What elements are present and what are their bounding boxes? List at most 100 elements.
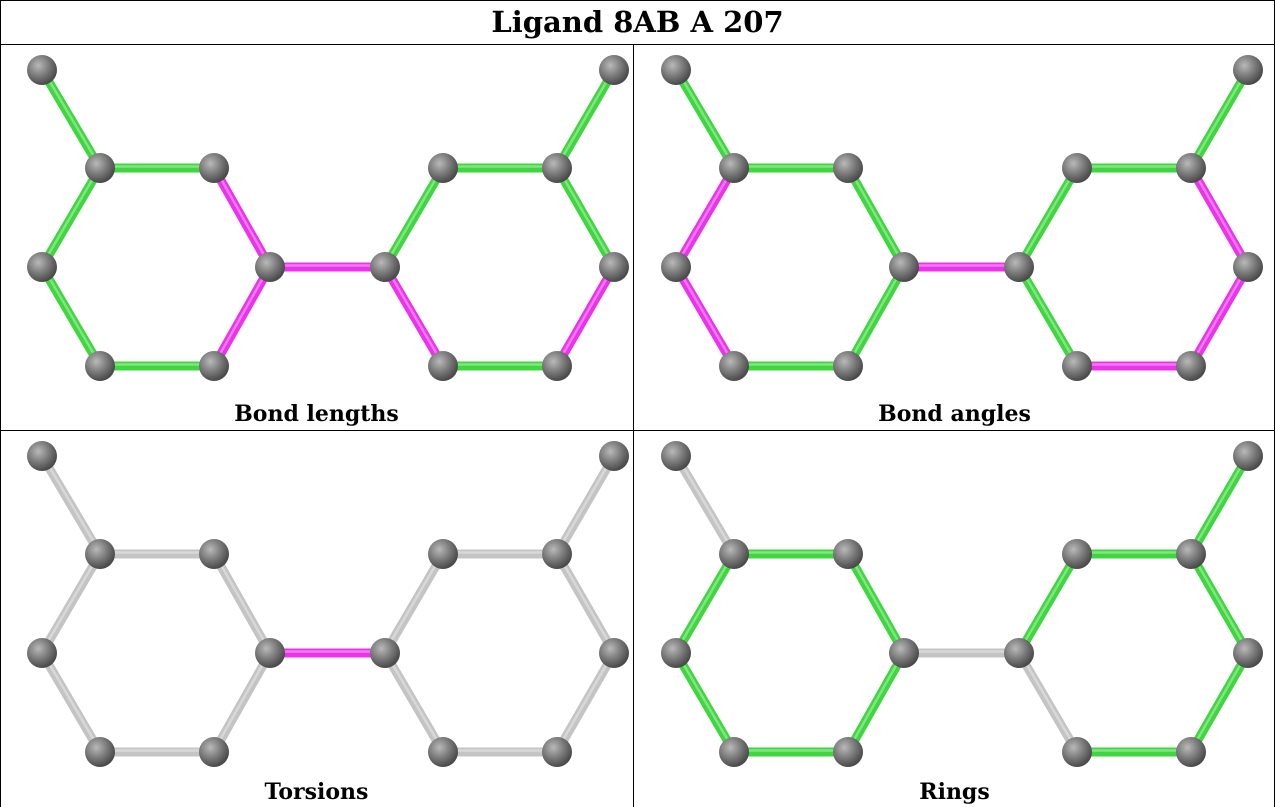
atom-6 — [199, 737, 229, 767]
atom-4 — [255, 252, 285, 282]
atom-2 — [199, 153, 229, 183]
atom-12 — [1062, 351, 1092, 381]
atom-6 — [199, 351, 229, 381]
bond-8-green — [380, 163, 448, 272]
bond-3-green — [843, 648, 909, 757]
bond-highlight-3 — [846, 264, 906, 366]
bond-11-green — [1186, 549, 1253, 658]
atom-0 — [27, 55, 57, 85]
bond-2-magenta — [209, 163, 275, 272]
atom-5 — [85, 737, 115, 767]
bond-highlight-3 — [846, 650, 906, 752]
atom-6 — [833, 737, 863, 767]
caption-rings: Rings — [919, 779, 990, 805]
bond-0-green — [37, 65, 105, 173]
bond-5-green — [37, 262, 105, 371]
bond-highlight-11 — [555, 165, 616, 267]
bond-highlight-5 — [40, 650, 102, 752]
atom-13 — [542, 351, 572, 381]
atom-7 — [370, 252, 400, 282]
atom-0 — [661, 55, 691, 85]
atom-1 — [719, 539, 749, 569]
atom-6 — [833, 351, 863, 381]
title-divider — [0, 44, 1275, 45]
bond-3-gray — [209, 648, 275, 757]
atom-10 — [1233, 55, 1263, 85]
bond-highlight-11 — [1189, 551, 1250, 653]
atom-11 — [1233, 638, 1263, 668]
bond-highlight-11 — [555, 551, 616, 653]
bond-highlight-0 — [674, 67, 736, 168]
panel-torsions: Torsions — [0, 431, 633, 807]
caption-torsions: Torsions — [264, 779, 369, 805]
atom-8 — [1062, 153, 1092, 183]
atom-5 — [85, 351, 115, 381]
bond-0-gray — [37, 451, 105, 559]
bond-highlight-0 — [40, 453, 102, 554]
bond-highlight-12 — [555, 264, 616, 366]
bond-highlight-14 — [1017, 650, 1079, 752]
bond-highlight-2 — [212, 165, 272, 267]
atom-11 — [599, 638, 629, 668]
bond-12-green — [1186, 648, 1253, 757]
bond-0-gray — [671, 451, 739, 559]
row-divider — [0, 430, 1275, 431]
atom-7 — [1004, 638, 1034, 668]
bond-highlight-10 — [555, 453, 616, 554]
bond-14-green — [1014, 262, 1082, 371]
atom-10 — [599, 55, 629, 85]
bond-highlight-2 — [846, 551, 906, 653]
molecule-bond-lengths — [27, 55, 629, 381]
atom-1 — [719, 153, 749, 183]
bond-10-gray — [552, 451, 619, 559]
atom-3 — [27, 638, 57, 668]
atom-5 — [719, 351, 749, 381]
atom-9 — [1176, 153, 1206, 183]
atom-4 — [255, 638, 285, 668]
bond-2-green — [843, 163, 909, 272]
bond-highlight-14 — [383, 650, 445, 752]
bond-highlight-5 — [674, 650, 736, 752]
atom-4 — [889, 252, 919, 282]
bond-14-gray — [1014, 648, 1082, 757]
bond-6-green — [671, 549, 739, 658]
border-top — [0, 0, 1275, 1]
atom-12 — [428, 351, 458, 381]
atom-3 — [27, 252, 57, 282]
bond-highlight-11 — [1189, 165, 1250, 267]
atom-3 — [661, 638, 691, 668]
column-divider — [633, 44, 634, 807]
bond-highlight-10 — [555, 67, 616, 168]
atom-7 — [1004, 252, 1034, 282]
bond-2-green — [843, 549, 909, 658]
figure-title: Ligand 8AB A 207 — [491, 5, 784, 39]
bond-8-green — [1014, 163, 1082, 272]
atom-13 — [542, 737, 572, 767]
atom-11 — [1233, 252, 1263, 282]
atom-4 — [889, 638, 919, 668]
border-left — [0, 0, 1, 807]
bond-highlight-12 — [555, 650, 616, 752]
bond-highlight-10 — [1189, 453, 1250, 554]
bond-6-magenta — [671, 163, 739, 272]
atom-10 — [599, 441, 629, 471]
bond-6-green — [37, 163, 105, 272]
bond-highlight-8 — [383, 165, 445, 267]
atom-1 — [85, 153, 115, 183]
atom-8 — [428, 539, 458, 569]
atom-2 — [833, 153, 863, 183]
atom-9 — [1176, 539, 1206, 569]
bond-highlight-8 — [1017, 165, 1079, 267]
molecule-rings — [661, 441, 1263, 767]
atom-8 — [428, 153, 458, 183]
bond-11-magenta — [1186, 163, 1253, 272]
bond-highlight-6 — [40, 165, 102, 267]
bond-highlight-12 — [1189, 264, 1250, 366]
bond-8-gray — [380, 549, 448, 658]
atom-13 — [1176, 351, 1206, 381]
bond-highlight-8 — [383, 551, 445, 653]
bond-5-green — [671, 648, 739, 757]
atom-7 — [370, 638, 400, 668]
atom-9 — [542, 539, 572, 569]
